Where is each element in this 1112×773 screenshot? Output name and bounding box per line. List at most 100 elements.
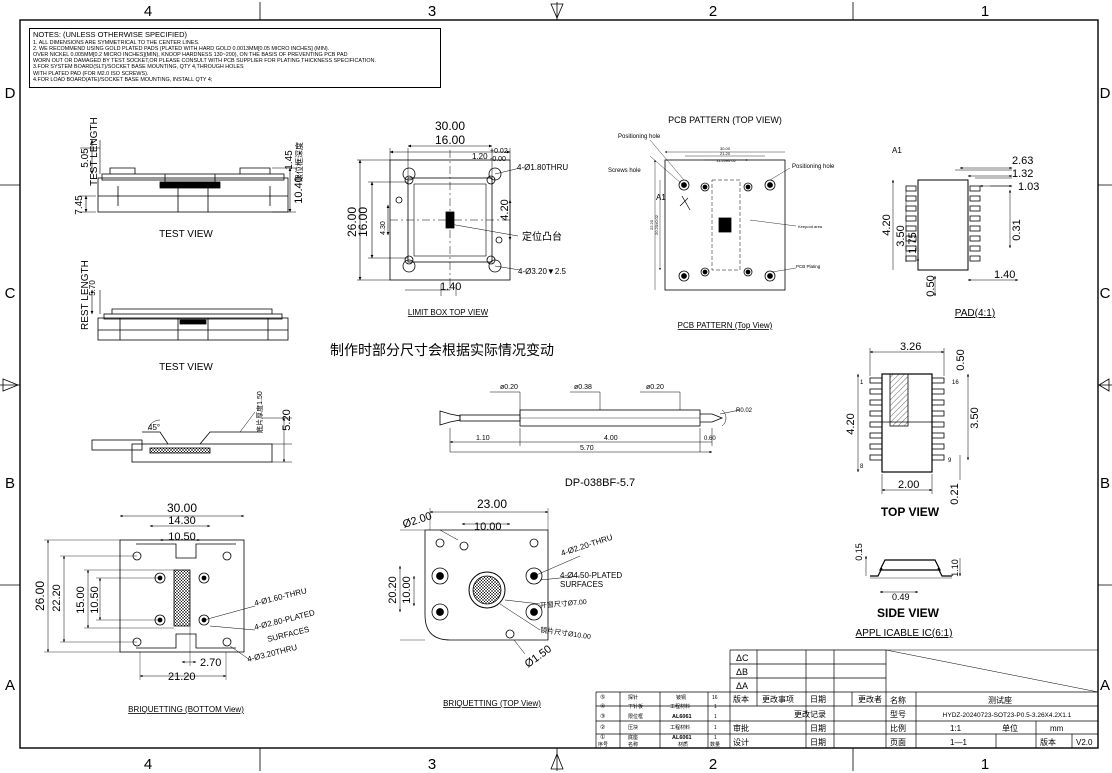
part-4-name: 下针板 — [628, 703, 643, 710]
limit-box-view — [357, 144, 521, 296]
angle-45: 45° — [148, 423, 160, 432]
briquetting-bottom-view — [44, 514, 256, 680]
col-label: 1 — [981, 756, 989, 773]
pin-dim-0-60: 0.60 — [704, 436, 716, 442]
label-positioning-hole: Positioning hole — [618, 134, 661, 140]
part-header-qty: 数量 — [710, 741, 720, 748]
pad-view — [893, 166, 1019, 297]
bt-dim-10-h: 10.00 — [474, 521, 502, 533]
ic-pin-1: 1 — [860, 380, 864, 386]
note-thru-hole: 4-Ø1.80THRU — [517, 163, 568, 172]
ic-dim-4-20: 4.20 — [845, 413, 857, 434]
bb-note-4: 4-Ø3.20THRU — [246, 643, 298, 664]
part-2-qty: 1 — [714, 725, 717, 731]
briquetting-top-view — [398, 508, 581, 655]
bt-dim-10-v: 10.00 — [401, 576, 413, 604]
label-pcb-plating: PCB Plating — [796, 264, 821, 269]
pad-dim-2-63: 2.63 — [1012, 155, 1033, 167]
date-label-2: 日期 — [810, 738, 826, 747]
bb-dim-26: 26.00 — [33, 581, 47, 611]
notes-title: NOTES: (UNLESS OTHERWISE SPECIFIED) — [33, 30, 188, 39]
pin-view — [439, 391, 741, 452]
row-label: D — [1100, 85, 1111, 102]
label-screws-hole: Screws hole — [608, 168, 641, 174]
ic-pin-rows — [869, 377, 945, 461]
pad-dim-1-32: 1.32 — [1012, 168, 1033, 180]
pin-dia-0-38: ø0.38 — [574, 384, 592, 391]
pcb-pattern-view — [649, 139, 797, 291]
pad-dim-1-40: 1.40 — [994, 269, 1015, 281]
pad-pin-a1: A1 — [892, 146, 902, 155]
ic-dim-0-50: 0.50 — [955, 349, 967, 370]
cn-note-depth: 限位框深度 — [294, 142, 304, 182]
note-counterbore: 4-Ø3.20▼2.5 — [518, 267, 566, 276]
notes-line: WITH PLATED PAD (FOR M2.0 ISO SCREWS). — [33, 70, 149, 77]
part-5-qty: 16 — [712, 695, 718, 701]
ic-dim-0-21: 0.21 — [949, 483, 961, 504]
ic-dim-3-26: 3.26 — [900, 341, 921, 353]
limit-box-label: LIMIT BOX TOP VIEW — [408, 308, 489, 317]
bt-note-1: 4-Ø2.20-THRU — [560, 533, 614, 558]
part-header-name: 名称 — [628, 741, 638, 748]
tb-unit-label: 单位 — [1002, 723, 1018, 733]
tol-plus: +0.02 — [490, 148, 508, 155]
part-4-no: ④ — [600, 703, 605, 710]
part-1-no: ① — [600, 734, 605, 741]
ic-title: APPL ICABLE IC(6:1) — [856, 628, 953, 639]
date-label-1: 日期 — [810, 724, 826, 733]
row-label: A — [1100, 677, 1110, 694]
col-label: 1 — [981, 3, 989, 20]
part-2-no: ② — [600, 724, 605, 731]
col-label: 4 — [144, 3, 152, 20]
part-header-material: 材质 — [678, 741, 688, 748]
bt-note-4: 开窗尺寸Ø7.00 — [539, 597, 587, 610]
label-keepout: Keepout area — [798, 224, 823, 229]
part-header-no: 序号 — [598, 741, 608, 748]
pad-dim-0-50: 0.50 — [925, 275, 937, 296]
pin-dim-4-00: 4.00 — [604, 435, 618, 442]
notes-line: 2. WE RECOMMEND USING GOLD PLATED PADS (… — [33, 45, 330, 52]
cn-note-thickness: 底片厚度1.50 — [255, 391, 264, 433]
dim-5-70: 5.70 — [88, 280, 97, 296]
bb-note-1: 4-Ø1.60-THRU — [253, 586, 308, 608]
col-label: 2 — [709, 756, 717, 773]
rev-b: ΔB — [736, 667, 748, 677]
pcb-dim-20: 20.20±0.02 — [654, 214, 659, 235]
test-view-top — [80, 139, 296, 213]
bb-dim-30: 30.00 — [167, 501, 197, 515]
tb-scale-label: 比例 — [890, 723, 906, 733]
label-positioning-hole-right: Positioning hole — [792, 164, 835, 170]
ic-side-dim-0-49: 0.49 — [892, 592, 910, 602]
rev-header-version: 版本 — [733, 694, 749, 704]
notes-line: WORN OUT OR DAMAGED BY TEST SOCKET,OR PL… — [33, 58, 376, 65]
bb-note-3: SURFACES — [266, 625, 310, 644]
bt-note-5: 镜片尺寸Ø10.00 — [540, 625, 592, 641]
row-label: C — [1100, 285, 1111, 302]
bt-dia-1-5: Ø1.50 — [523, 643, 554, 670]
bb-dim-14-30: 14.30 — [168, 515, 196, 527]
bt-dim-20-20: 20.20 — [387, 576, 399, 604]
briq-bottom-label: BRIQUETTING (BOTTOM View) — [128, 705, 244, 714]
pad-dim-3-50: 3.50 — [895, 225, 907, 246]
test-view-label-2: TEST VIEW — [159, 362, 213, 373]
pad-label: PAD(4:1) — [955, 308, 995, 319]
part-1-material: AL6061 — [672, 735, 692, 741]
bt-dim-23: 23.00 — [477, 497, 507, 511]
tb-name-label: 名称 — [890, 695, 906, 705]
dim-1-45: 1.45 — [284, 150, 295, 170]
part-3-no: ③ — [600, 713, 605, 720]
pcb-dim-22: 22.20 — [649, 219, 654, 230]
rev-a: ΔA — [736, 681, 748, 691]
pin-dim-5-70: 5.70 — [580, 445, 594, 452]
dim-1-20: 1.20 — [472, 152, 488, 161]
bt-note-2: 4-Ø4.50-PLATED — [560, 571, 622, 580]
dim-30-00: 30.00 — [435, 119, 465, 133]
dim-16-00-top: 16.00 — [435, 133, 465, 147]
label-a1: A1 — [656, 193, 666, 202]
pad-dim-4-20: 4.20 — [881, 214, 893, 235]
notes-line: 4.FOR LOAD BOARD(ATE)/SOCKET BASE MOUNTI… — [33, 76, 213, 83]
part-1-name: 底座 — [628, 734, 638, 741]
row-labels: D C B A D C B A — [5, 85, 1111, 694]
pin-dia-0-20-b: ø0.20 — [646, 384, 664, 391]
